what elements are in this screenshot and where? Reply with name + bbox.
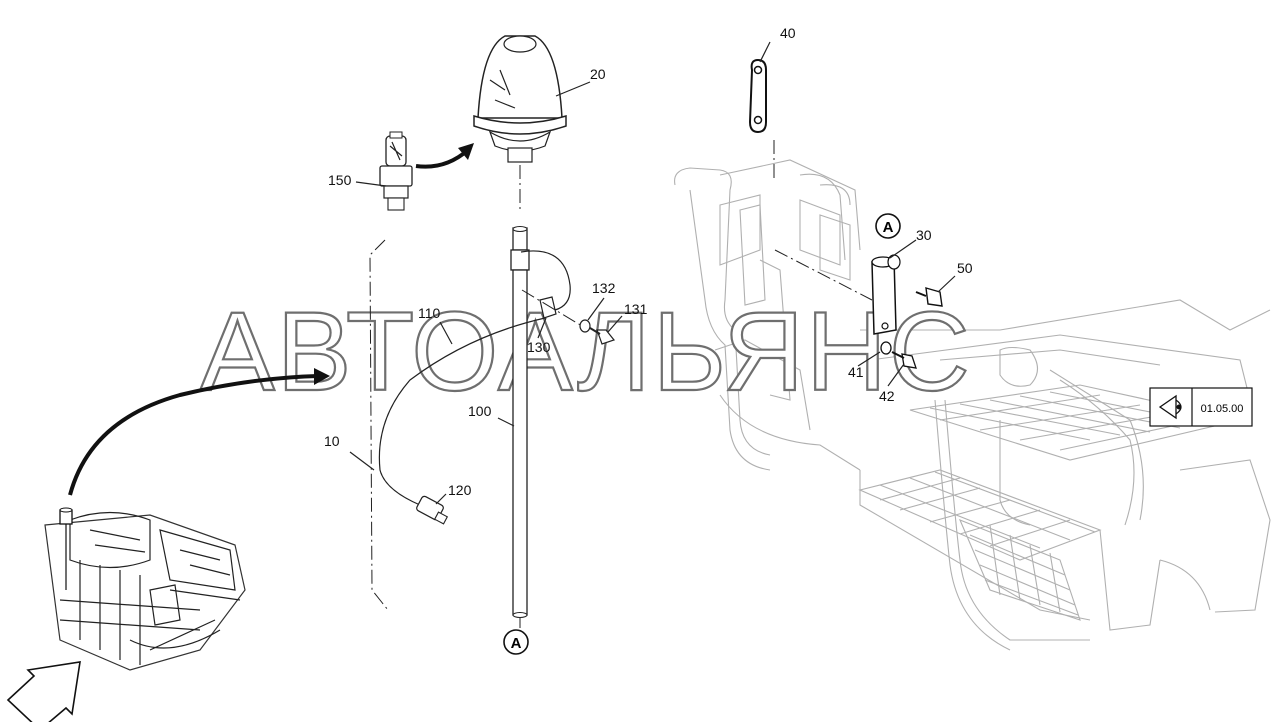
arrow-head-icon (458, 143, 474, 160)
cable-clamp (521, 289, 616, 345)
callout-40: 40 (780, 25, 796, 41)
callout-131: 131 (624, 301, 648, 317)
arrow-machine-to-assembly (68, 374, 319, 496)
callout-110: 110 (418, 305, 441, 321)
view-reference-label: 01.05.00 (1201, 403, 1244, 415)
callout-50: 50 (957, 260, 973, 276)
view-direction-arrow-icon (6, 661, 81, 727)
eye-icon (1158, 394, 1182, 420)
watermark-text: АВТОАЛЬЯНС (200, 289, 972, 414)
callout-100: 100 (468, 403, 492, 419)
beacon-lamp (473, 35, 567, 210)
callout-30: 30 (916, 227, 932, 243)
callout-150: 150 (328, 172, 352, 188)
arrow-head-icon (314, 368, 330, 385)
arrow-bulb-to-beacon (415, 148, 470, 169)
callout-132: 132 (592, 280, 616, 296)
callout-42: 42 (879, 388, 895, 404)
washer-and-bolt (880, 341, 917, 369)
leader-lines (349, 41, 956, 505)
connection-marker-bottom (503, 629, 529, 655)
clamping-knob (915, 287, 943, 307)
callout-130: 130 (527, 339, 551, 355)
assembly-boundary (369, 239, 389, 611)
halogen-bulb (379, 131, 413, 211)
cable-harness (378, 250, 571, 525)
platform-frame-drawing (674, 159, 1271, 651)
callout-10: 10 (324, 433, 340, 449)
callout-120: 120 (448, 482, 472, 498)
connection-marker-bottom-label: A (511, 635, 522, 652)
view-reference: 01.05.00 (1149, 387, 1253, 427)
callout-41: 41 (848, 364, 864, 380)
mounting-plate (748, 58, 775, 180)
callout-20: 20 (590, 66, 606, 82)
machine-thumbnail (44, 507, 246, 671)
beacon-pole (510, 226, 530, 628)
connection-marker-top-label: A (883, 219, 894, 236)
connection-marker-top (875, 213, 901, 239)
